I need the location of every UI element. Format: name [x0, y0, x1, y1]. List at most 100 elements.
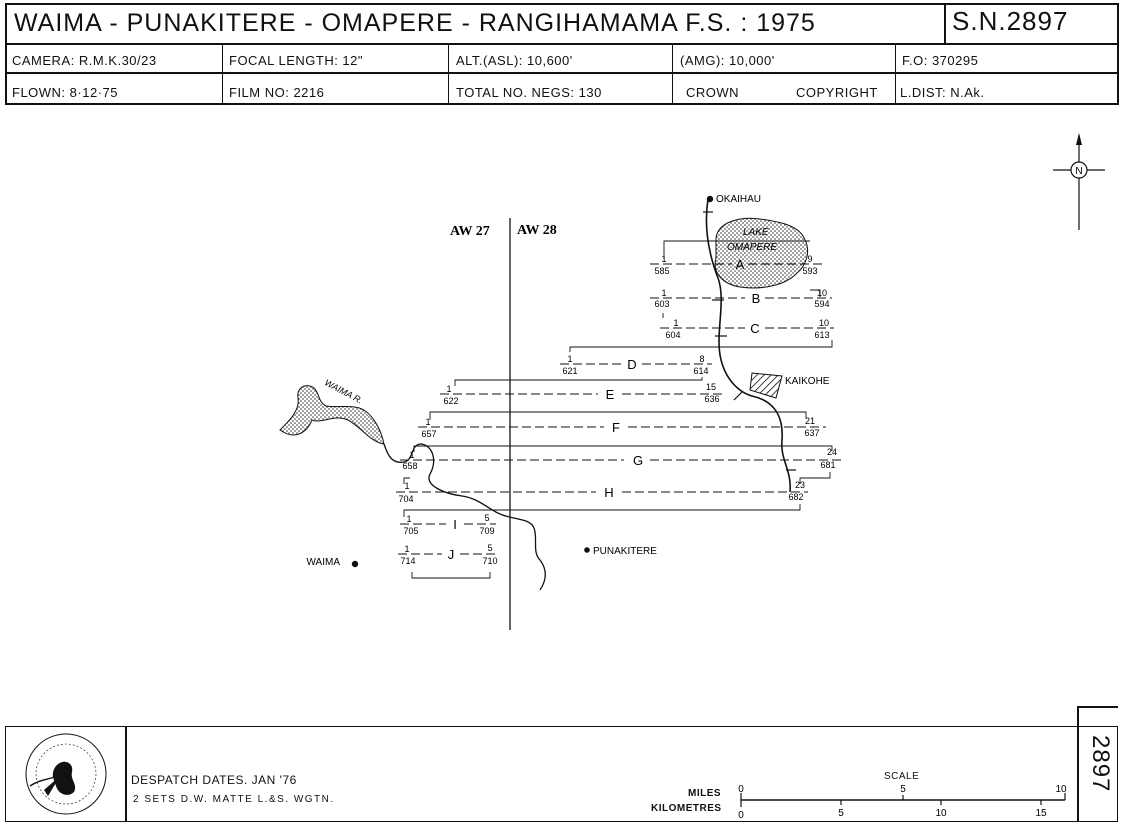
start-negative: 704 [398, 494, 413, 504]
flight-run-g: G 1 658 24 681 [400, 445, 842, 471]
punakitere-dot-icon [584, 547, 590, 553]
flight-run-a: A 1 585 9 593 [650, 240, 822, 276]
focal-length: FOCAL LENGTH: 12" [229, 53, 363, 68]
end-exposure: 5 [484, 513, 489, 523]
sheet-label-left: AW 27 [450, 224, 490, 239]
nz-aerial-mapping-logo [25, 733, 107, 815]
river-label: WAIMA R. [323, 377, 364, 405]
start-negative: 622 [443, 396, 458, 406]
end-negative: 594 [814, 299, 829, 309]
okaihau-road [705, 198, 791, 493]
lake-label-line2: OMAPERE [727, 242, 777, 253]
footer-divider [1077, 706, 1079, 822]
end-negative: 709 [479, 526, 494, 536]
run-letter: C [750, 321, 759, 336]
start-negative: 657 [421, 429, 436, 439]
end-negative: 614 [693, 366, 708, 376]
sortie-number: S.N.2897 [952, 6, 1069, 36]
altitude-amg: (AMG): 10,000' [680, 53, 775, 68]
end-exposure: 23 [795, 480, 805, 490]
end-exposure: 10 [817, 288, 827, 298]
run-letter: G [633, 453, 643, 468]
start-negative: 714 [400, 556, 415, 566]
sheet-label-right: AW 28 [517, 223, 557, 238]
altitude-asl: ALT.(ASL): 10,600' [456, 53, 573, 68]
miles-tick: 5 [900, 784, 906, 795]
land-district: L.DIST: N.Ak. [900, 85, 985, 100]
run-letter: I [453, 517, 457, 532]
north-label: N [1075, 166, 1082, 177]
end-exposure: 24 [827, 447, 837, 457]
footer-block [5, 726, 1118, 822]
waima-label: WAIMA [306, 557, 340, 568]
run-letter: B [752, 291, 761, 306]
miles-label: MILES [688, 788, 722, 799]
header-divider [895, 44, 896, 104]
lake-omapere [714, 217, 809, 289]
miles-tick: 10 [1055, 784, 1067, 795]
kaikohe-label: KAIKOHE [785, 376, 830, 387]
flight-run-e: E 1 622 15 636 [440, 377, 722, 406]
start-negative: 585 [654, 266, 669, 276]
scale-bar: 0 5 10 0 5 10 15 [738, 784, 1067, 821]
km-tick: 0 [738, 810, 744, 821]
km-tick: 5 [838, 808, 844, 819]
header-divider [672, 44, 673, 104]
camera: CAMERA: R.M.K.30/23 [12, 53, 157, 68]
okaihau-dot-icon [706, 195, 714, 203]
miles-tick: 0 [738, 784, 744, 795]
end-negative: 636 [704, 394, 719, 404]
okaihau-label: OKAIHAU [716, 194, 761, 205]
despatch-dates: DESPATCH DATES. JAN '76 [131, 773, 297, 787]
header-divider [5, 72, 1119, 74]
end-exposure: 9 [807, 254, 812, 264]
start-exposure: 1 [425, 417, 430, 427]
start-exposure: 1 [406, 514, 411, 524]
end-exposure: 10 [819, 318, 829, 328]
north-arrow-icon: N [1053, 133, 1105, 230]
run-letter: F [612, 420, 620, 435]
run-letter: H [604, 485, 613, 500]
start-negative: 604 [665, 330, 680, 340]
sheet-number-vertical: 2897 [1087, 735, 1114, 793]
film-number: FILM NO: 2216 [229, 85, 325, 100]
run-letter: A [736, 257, 745, 272]
run-letter: E [606, 387, 615, 402]
start-exposure: 1 [404, 544, 409, 554]
start-exposure: 1 [673, 318, 678, 328]
end-exposure: 15 [706, 382, 716, 392]
footer-divider [125, 726, 127, 822]
end-negative: 637 [804, 428, 819, 438]
waima-river [383, 443, 546, 591]
end-negative: 613 [814, 330, 829, 340]
kilometres-label: KILOMETRES [651, 803, 722, 814]
end-negative: 681 [820, 460, 835, 470]
flight-run-j: J 1 714 5 710 [398, 543, 498, 579]
start-negative: 705 [403, 526, 418, 536]
punakitere-label: PUNAKITERE [593, 546, 657, 557]
start-negative: 621 [562, 366, 577, 376]
total-negatives: TOTAL NO. NEGS: 130 [456, 85, 602, 100]
end-exposure: 8 [699, 354, 704, 364]
waima-river-estuary [279, 385, 385, 445]
start-exposure: 1 [446, 384, 451, 394]
start-exposure: 1 [661, 254, 666, 264]
flight-run-i: I 1 705 5 709 [400, 504, 801, 536]
end-negative: 593 [802, 266, 817, 276]
flight-run-c: C 1 604 10 613 [660, 313, 834, 340]
start-exposure: 1 [404, 481, 409, 491]
km-tick: 15 [1035, 808, 1047, 819]
end-negative: 710 [482, 556, 497, 566]
crown-label: CROWN [686, 85, 740, 100]
header-block [5, 3, 1119, 105]
header-divider [448, 44, 449, 104]
survey-title: WAIMA - PUNAKITERE - OMAPERE - RANGIHAMA… [14, 9, 816, 37]
file-office: F.O: 370295 [902, 53, 979, 68]
end-negative: 682 [788, 492, 803, 502]
start-exposure: 1 [567, 354, 572, 364]
footer-divider [1077, 706, 1118, 708]
header-divider [222, 44, 223, 104]
flight-run-h: H 1 704 23 682 [396, 472, 831, 504]
end-exposure: 21 [805, 416, 815, 426]
